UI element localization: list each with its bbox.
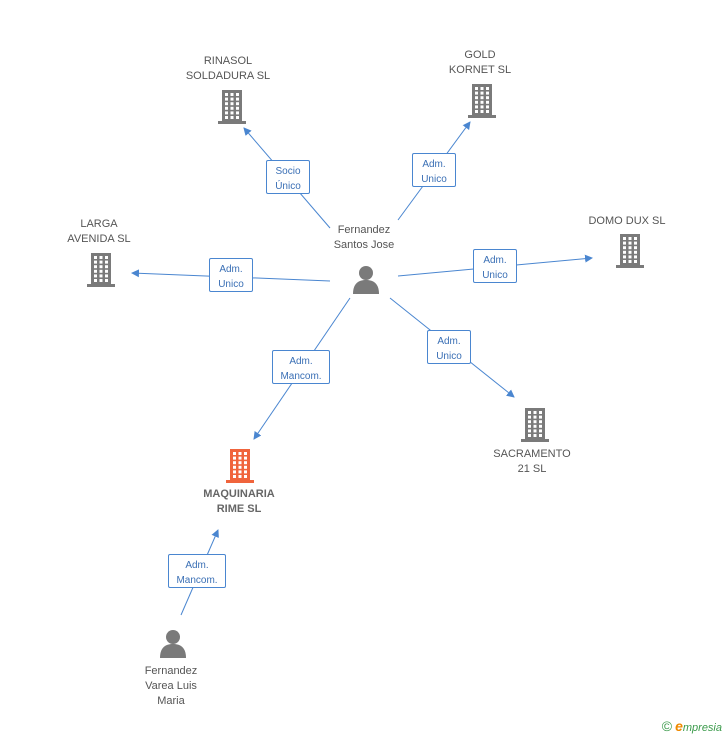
node-label-fernandez_varea[interactable]: Fernandez Varea Luis Maria	[144, 664, 198, 707]
person-icon[interactable]	[158, 628, 188, 663]
building-icon[interactable]	[520, 408, 550, 447]
node-label-rinasol[interactable]: RINASOL SOLDADURA SL	[185, 55, 271, 82]
node-label-domodux[interactable]: DOMO DUX SL	[588, 214, 666, 227]
node-label-maquinaria[interactable]: MAQUINARIA RIME SL	[203, 488, 275, 515]
building-icon[interactable]	[217, 90, 247, 129]
edge-label-maquinaria[interactable]: Adm. Mancom.	[272, 350, 330, 384]
empresia-brand: ©empresia	[662, 718, 722, 734]
building-icon[interactable]	[86, 253, 116, 292]
copyright-icon: ©	[661, 718, 673, 734]
brand-initial: e	[675, 718, 683, 734]
person-icon[interactable]	[351, 264, 381, 299]
edge-label-larga[interactable]: Adm. Unico	[209, 258, 253, 292]
edge-label-rinasol[interactable]: Socio Único	[266, 160, 310, 194]
brand-name: mpresia	[682, 722, 722, 734]
edge-label-sacramento[interactable]: Adm. Unico	[427, 330, 471, 364]
building-icon[interactable]	[615, 234, 645, 273]
edge-label-maquinaria[interactable]: Adm. Mancom.	[168, 554, 226, 588]
node-label-larga[interactable]: LARGA AVENIDA SL	[67, 218, 131, 245]
node-label-sacramento[interactable]: SACRAMENTO 21 SL	[493, 448, 571, 475]
edge-label-gold[interactable]: Adm. Unico	[412, 153, 456, 187]
building-icon[interactable]	[225, 449, 255, 488]
edge-label-domodux[interactable]: Adm. Unico	[473, 249, 517, 283]
node-label-gold[interactable]: GOLD KORNET SL	[448, 49, 512, 76]
building-icon[interactable]	[467, 84, 497, 123]
node-label-fernandez_santos[interactable]: Fernandez Santos Jose	[333, 224, 395, 251]
